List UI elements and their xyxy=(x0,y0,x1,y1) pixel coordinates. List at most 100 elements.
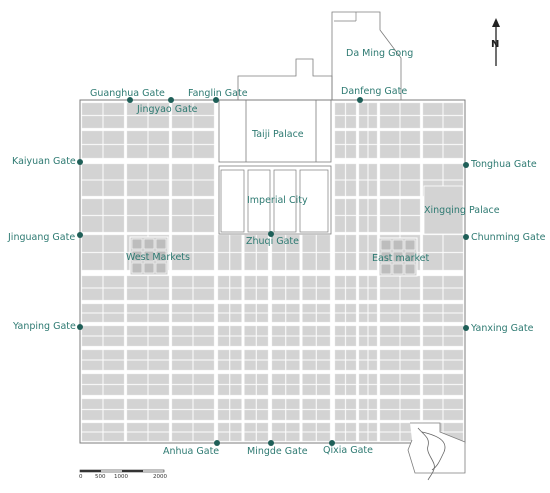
ward-block xyxy=(148,398,170,410)
ward-block xyxy=(368,432,378,442)
ward-block xyxy=(345,384,357,396)
ward-block xyxy=(148,325,170,336)
ward-block xyxy=(193,360,215,371)
ward-block xyxy=(256,275,269,288)
label-danfeng-gate: Danfeng Gate xyxy=(341,86,408,97)
ward-block xyxy=(443,130,464,145)
ward-block xyxy=(81,432,103,442)
ward-block xyxy=(126,384,148,396)
ward-block xyxy=(334,144,346,159)
ward-block xyxy=(193,115,215,129)
ward-block xyxy=(422,130,443,145)
ward-block xyxy=(358,325,368,336)
ward-block xyxy=(345,313,357,323)
label-yanping-gate: Yanping Gate xyxy=(13,321,76,332)
west-market-grid-stall xyxy=(131,238,143,250)
ward-block xyxy=(148,409,170,421)
ward-block xyxy=(244,349,256,360)
ward-block xyxy=(103,313,125,323)
anhua-gate-dot xyxy=(214,440,220,446)
north-arrow-head xyxy=(492,18,500,27)
ward-block xyxy=(171,409,193,421)
ward-block xyxy=(379,409,400,421)
jingyao-gate-dot xyxy=(168,97,174,103)
ward-block xyxy=(103,349,125,360)
ward-block xyxy=(358,349,368,360)
ward-block xyxy=(443,102,464,116)
ward-block xyxy=(271,303,286,313)
qujiang-pond xyxy=(421,431,446,471)
ward-block xyxy=(286,325,300,336)
ward-block xyxy=(148,432,170,442)
ward-block xyxy=(103,325,125,336)
ward-block xyxy=(193,303,215,313)
scale-tick-2000: 2000 xyxy=(153,474,167,480)
ward-block xyxy=(358,234,368,253)
east-market-grid-stall xyxy=(392,263,404,275)
ward-block xyxy=(400,349,421,360)
ward-block xyxy=(271,288,286,301)
ward-block xyxy=(81,325,103,336)
ward-block xyxy=(217,398,230,410)
label-imperial-city: Imperial City xyxy=(247,195,308,206)
ward-block xyxy=(316,398,331,410)
ward-block xyxy=(171,336,193,347)
ward-block xyxy=(126,288,148,301)
ward-block xyxy=(193,432,215,442)
ward-block xyxy=(244,275,256,288)
label-xingqing-palace: Xingqing Palace xyxy=(424,205,500,216)
ward-block xyxy=(358,275,368,288)
ward-block xyxy=(244,325,256,336)
ward-block xyxy=(244,313,256,323)
ward-block xyxy=(148,422,170,432)
ward-block xyxy=(334,384,346,396)
qujiang-area xyxy=(407,422,466,474)
ward-block xyxy=(316,336,331,347)
ward-block xyxy=(286,384,300,396)
ward-block xyxy=(358,373,368,385)
ward-block xyxy=(316,360,331,371)
ward-block xyxy=(171,234,193,253)
ward-block xyxy=(171,349,193,360)
ward-block xyxy=(193,349,215,360)
ward-block xyxy=(316,252,331,271)
ward-block xyxy=(256,360,269,371)
ward-block xyxy=(171,384,193,396)
ward-block xyxy=(81,275,103,288)
ward-block xyxy=(230,384,242,396)
ward-block xyxy=(148,163,170,180)
ward-block xyxy=(217,313,230,323)
ward-block xyxy=(400,163,421,180)
ward-block xyxy=(302,373,316,385)
ward-block xyxy=(103,275,125,288)
ward-block xyxy=(316,432,331,442)
ward-block xyxy=(171,115,193,129)
ward-block xyxy=(217,384,230,396)
ward-block xyxy=(193,102,215,116)
ward-block xyxy=(244,409,256,421)
ward-block xyxy=(103,252,125,271)
ward-block xyxy=(256,325,269,336)
ward-block xyxy=(400,198,421,216)
ward-block xyxy=(379,303,400,313)
ward-block xyxy=(230,303,242,313)
ward-block xyxy=(256,409,269,421)
ward-block xyxy=(171,130,193,145)
ward-block xyxy=(81,198,103,216)
ward-block xyxy=(148,313,170,323)
scale-bar-seg xyxy=(80,470,101,472)
scale-tick-500: 500 xyxy=(95,474,106,480)
ward-block xyxy=(81,384,103,396)
ward-block xyxy=(171,180,193,197)
ward-block xyxy=(368,360,378,371)
ward-block xyxy=(126,409,148,421)
ward-block xyxy=(358,102,368,116)
ward-block xyxy=(368,163,378,180)
ward-block xyxy=(334,349,346,360)
ward-block xyxy=(81,349,103,360)
ward-block xyxy=(443,422,464,432)
imperial-office xyxy=(273,169,297,233)
ward-block xyxy=(81,163,103,180)
ward-block xyxy=(244,432,256,442)
label-yanxing-gate: Yanxing Gate xyxy=(471,323,534,334)
